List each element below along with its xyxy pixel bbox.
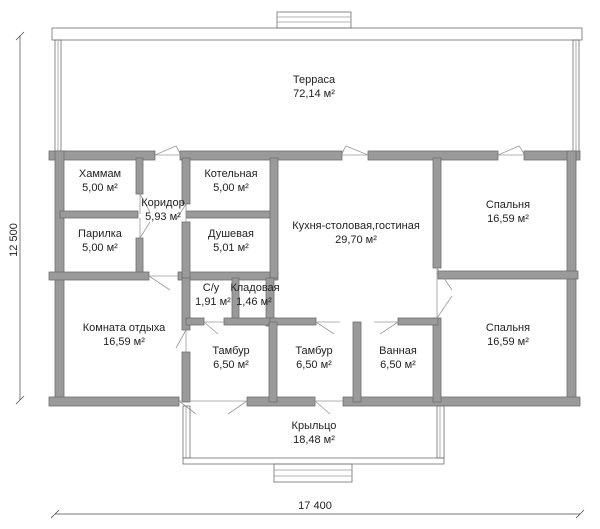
room-name-hammam: Хаммам [79, 168, 121, 180]
room-name-terrace: Терраса [293, 74, 336, 86]
room-area-bath: 6,50 м² [380, 359, 416, 371]
room-area-sauna: 5,00 м² [82, 242, 118, 254]
dimension-height-label: 12 500 [8, 223, 20, 257]
room-name-rest-room: Комната отдыха [83, 322, 166, 334]
room-area-hammam: 5,00 м² [82, 182, 118, 194]
room-area-shower: 5,01 м² [213, 242, 249, 254]
room-area-bedroom-top: 16,59 м² [487, 213, 529, 225]
room-area-boiler: 5,00 м² [213, 182, 249, 194]
dimension-width-label: 17 400 [298, 500, 332, 512]
room-name-shower: Душевая [208, 228, 254, 240]
room-name-kitchen: Кухня-столовая,гостиная [292, 220, 420, 232]
room-area-kitchen: 29,70 м² [335, 234, 377, 246]
room-area-su: 1,91 м² [195, 296, 231, 308]
room-area-vestibule-1: 6,50 м² [213, 359, 249, 371]
room-name-bedroom-bottom: Спальня [486, 322, 530, 334]
interior-walls [48, 157, 579, 403]
terrace-railing [51, 11, 583, 153]
room-area-vestibule-2: 6,50 м² [296, 359, 332, 371]
room-labels: Терраса 72,14 м² Хаммам 5,00 м² Котельна… [78, 74, 530, 446]
room-name-storage: Кладовая [230, 282, 279, 294]
room-area-bedroom-bottom: 16,59 м² [487, 336, 529, 348]
room-name-porch: Крыльцо [292, 420, 337, 432]
room-name-vestibule-1: Тамбур [212, 345, 249, 357]
room-area-storage: 1,46 м² [236, 296, 272, 308]
room-name-bath: Ванная [379, 345, 417, 357]
room-name-corridor: Коридор [141, 197, 184, 209]
room-name-vestibule-2: Тамбур [295, 345, 332, 357]
porch-railing [182, 405, 445, 483]
room-area-terrace: 72,14 м² [293, 88, 335, 100]
room-area-porch: 18,48 м² [293, 434, 335, 446]
room-name-bedroom-top: Спальня [486, 199, 530, 211]
room-name-sauna: Парилка [78, 228, 123, 240]
doors [139, 145, 525, 415]
dimension-width: 17 400 [50, 500, 585, 519]
room-name-su: С/у [203, 282, 220, 294]
room-name-boiler: Котельная [204, 168, 257, 180]
dimension-height: 12 500 [8, 31, 25, 405]
room-area-corridor: 5,93 м² [145, 211, 181, 223]
room-area-rest-room: 16,59 м² [103, 336, 145, 348]
